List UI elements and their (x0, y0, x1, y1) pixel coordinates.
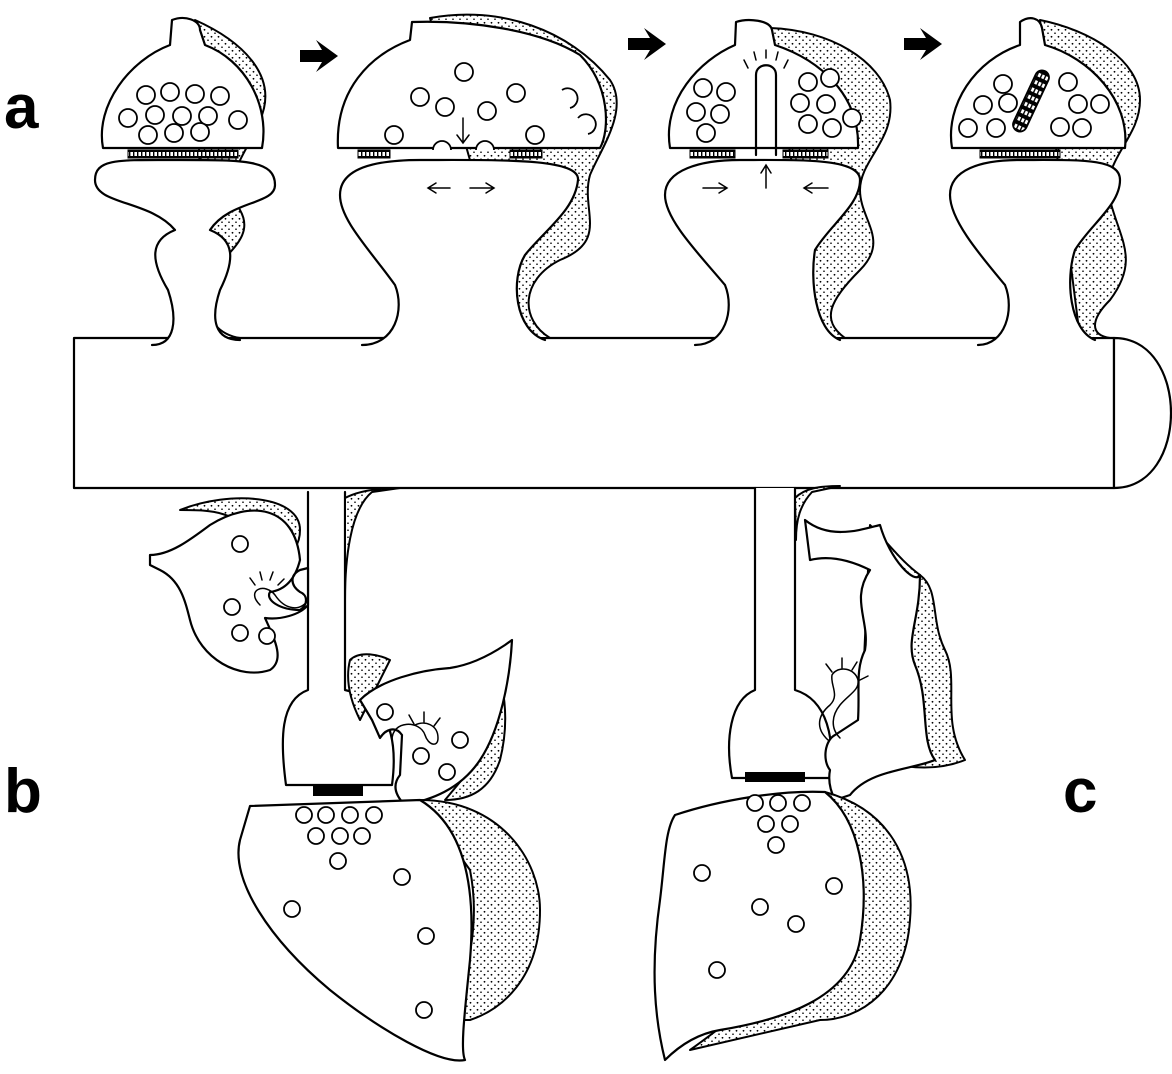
dendritic-shaft (74, 338, 1171, 488)
panel-label-c: c (1063, 757, 1097, 826)
sequence-arrow-2 (628, 28, 666, 60)
panel-label-a: a (4, 73, 39, 142)
synapse-stage-2 (338, 15, 617, 345)
synapse-panel-b (150, 488, 540, 1060)
synapse-stage-3 (665, 20, 890, 345)
panel-label-b: b (4, 757, 42, 826)
synapse-stage-1 (95, 18, 275, 345)
sequence-arrow-1 (300, 40, 338, 72)
sequence-arrow-3 (904, 28, 942, 60)
synapse-stage-4 (950, 18, 1140, 345)
synapse-panel-c (655, 486, 965, 1060)
